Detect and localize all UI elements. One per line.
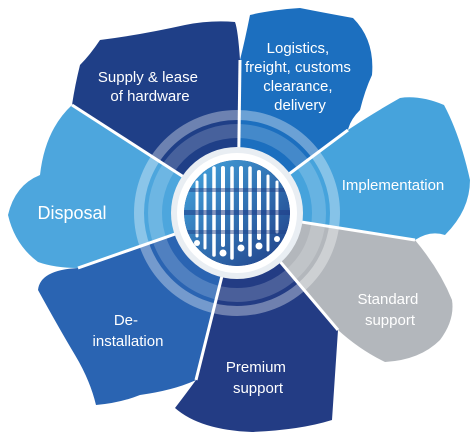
label-standard-support: Standard support: [357, 291, 422, 329]
globe-logo-icon: [184, 160, 290, 266]
label-logistics: Logistics, freight, customs clearance, d…: [245, 40, 355, 114]
outer-ring: [134, 110, 340, 316]
segment-de-installation: [38, 212, 238, 405]
label-premium-support: Premium support: [226, 359, 290, 397]
label-implementation: Implementation: [342, 177, 445, 194]
label-supply: Supply & lease of hardware: [98, 69, 202, 105]
segment-premium-support: [175, 212, 338, 432]
label-disposal: Disposal: [37, 203, 106, 223]
middle-ring: [148, 124, 326, 302]
label-de-installation: De- installation: [93, 312, 164, 350]
